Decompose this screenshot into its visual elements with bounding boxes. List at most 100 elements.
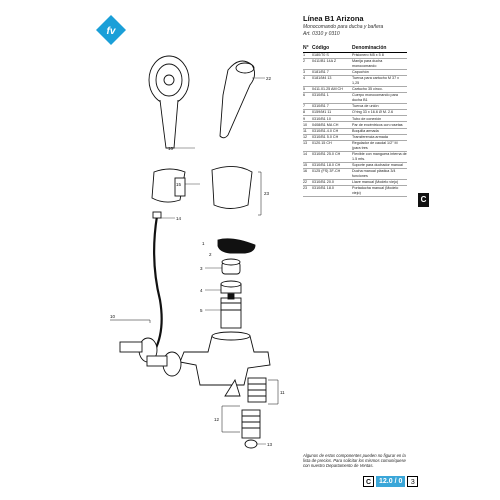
row-name: Regulador de caudal 1/2" M (para tres — [352, 140, 407, 152]
col-name-header: Denominación — [352, 45, 407, 53]
row-no: 11 — [303, 128, 312, 135]
row-name: Cartucho 35 cinco. — [352, 86, 407, 94]
row-name: Ducha manual plástica 3/4 funciones — [352, 168, 407, 180]
callout-5: 5 — [200, 308, 203, 313]
row-code: 0181/M4 13 — [312, 75, 352, 87]
callout-12: 12 — [214, 417, 220, 422]
page-section-letter: C — [363, 476, 374, 487]
row-no: 7 — [303, 103, 312, 111]
callout-1: 1 — [202, 241, 205, 246]
col-no-header: N° — [303, 45, 312, 53]
row-code: 0411.01.25 AM CH — [312, 86, 352, 94]
callout-16: 16 — [168, 146, 174, 151]
shower-holder-part-15 — [151, 168, 186, 203]
row-no: 4 — [303, 75, 312, 87]
row-name: Llave manual (Modelo viejo) — [352, 179, 407, 186]
col-code-header: Código — [312, 45, 352, 53]
row-code: 0310/B1 20.0 — [312, 179, 352, 186]
row-no: 16 — [303, 168, 312, 180]
section-tab: C — [418, 193, 429, 207]
row-code: 0120.15 CH — [312, 140, 352, 152]
row-name: Portaducha manual (Modelo viejo) — [352, 185, 407, 197]
row-code: 0125 (FS) 3F-CH — [312, 168, 352, 180]
callout-10: 10 — [110, 314, 116, 319]
row-no: 12 — [303, 134, 312, 142]
callout-11: 11 — [280, 390, 285, 395]
hand-shower-part-16 — [148, 55, 190, 149]
row-no: 6 — [303, 92, 312, 104]
row-no: 5 — [303, 86, 312, 94]
row-no: 15 — [303, 162, 312, 169]
row-code: 0310/B1.4.0 CH — [312, 128, 352, 135]
row-no: 3 — [303, 69, 312, 77]
row-name: Transferencia armada — [352, 134, 407, 142]
fv-logo-mark — [96, 15, 126, 45]
row-name: Tubo de conexión — [352, 115, 407, 123]
callout-13: 13 — [267, 442, 273, 447]
callout-22: 22 — [266, 76, 272, 81]
mixer-body-part-6 — [179, 331, 271, 397]
row-code: 0310/B1 18.0 CH — [312, 162, 352, 169]
row-name: Flexible con manguera interna de 1.5 mts… — [352, 151, 407, 163]
row-code: 0159/M1 11 — [312, 109, 352, 117]
flexible-hose-part-14 — [152, 211, 163, 351]
row-name: Capuchón — [352, 69, 407, 77]
row-code: 0310/B1 10 — [312, 115, 352, 123]
row-code: 0408/B1 MA CH — [312, 121, 352, 129]
page-title: Línea B1 Arizona — [303, 14, 364, 23]
row-name: Cuerpo monocomando para ducha B1 — [352, 92, 407, 104]
row-code: 0411/B1 14A Z — [312, 58, 352, 70]
footer-note: Algunos de estos componentes pueden no f… — [303, 453, 406, 468]
row-name: Boquilla armada — [352, 128, 407, 135]
row-no: 2 — [303, 58, 312, 70]
page-number: 12.0 / 0 — [376, 476, 406, 487]
callout-23: 23 — [264, 191, 270, 196]
row-no: 8 — [303, 109, 312, 117]
row-no: 10 — [303, 121, 312, 129]
page-subtitle: Monocomando para ducha y bañera — [303, 24, 384, 30]
old-hand-shower-part-22 — [219, 60, 255, 139]
nut-part-4 — [220, 280, 242, 294]
row-code: 0310/B1 5.0 CH — [312, 134, 352, 142]
svg-text:fv: fv — [107, 26, 117, 37]
row-name: O'ring 33 x 16.6 Ø M. 2.6 — [352, 109, 407, 117]
row-name: Tuerca para cartucho M 37 x 1,25 — [352, 75, 407, 87]
row-name: Par de excéntricos con rosetas — [352, 121, 407, 129]
row-no: 14 — [303, 151, 312, 163]
callout-15: 15 — [176, 182, 182, 187]
old-holder-part-23 — [211, 166, 253, 209]
row-name: Prisionero M5 x 5 8 — [352, 52, 407, 60]
row-code: 0310/B1 25.0 CH — [312, 151, 352, 163]
page-sub-number: 3 — [407, 476, 419, 487]
row-code: 0310/B1 18.0 — [312, 185, 352, 197]
row-no: 9 — [303, 115, 312, 123]
callout-4: 4 — [200, 288, 203, 293]
row-code: 0310/B1 1 — [312, 92, 352, 104]
callout-3: 3 — [200, 266, 203, 271]
page-marker: C 12.0 / 0 3 — [363, 476, 419, 487]
diverter-parts-11-12-13 — [241, 377, 267, 449]
parts-table-header: N° Código Denominación — [303, 45, 407, 53]
handle-part-2 — [217, 238, 256, 254]
callout-14: 14 — [176, 216, 182, 221]
cap-part-3 — [221, 258, 241, 275]
row-name: Soporte para duchador manual — [352, 162, 407, 169]
row-no: 1 — [303, 52, 312, 60]
